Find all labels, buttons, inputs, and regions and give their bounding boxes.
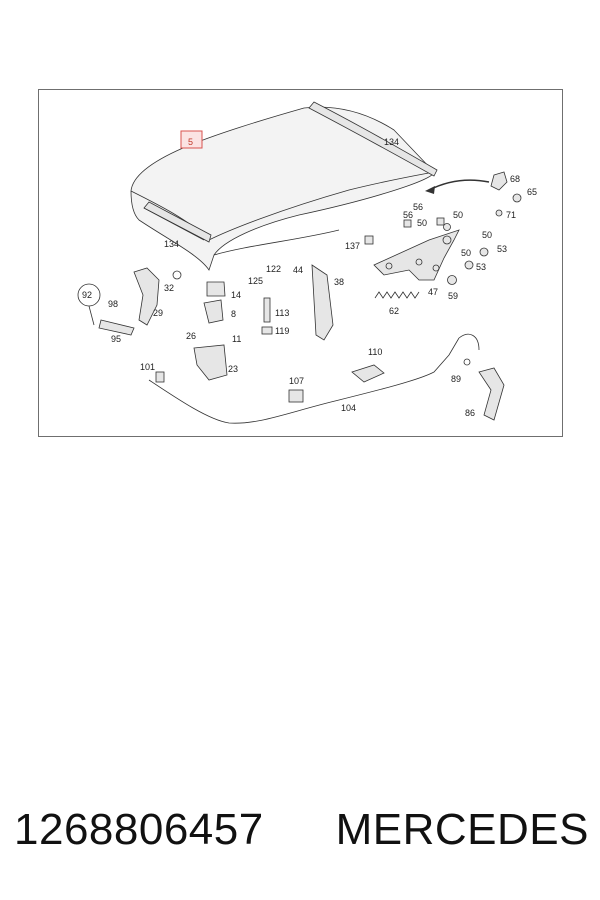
small-parts [364,193,522,285]
callout-8: 8 [231,309,236,319]
callout-95: 95 [111,334,121,344]
seal-strip-top [308,101,438,177]
callout-56-b: 56 [403,210,413,220]
callout-50-d: 50 [461,248,471,258]
callout-89: 89 [451,374,461,384]
release-cable [148,333,480,424]
arrow-head [425,186,435,194]
callout-71: 71 [506,210,516,220]
callout-137: 137 [345,241,360,251]
callout-50-b: 50 [453,210,463,220]
parts-diagram: 5 134 134 68 65 71 56 56 50 50 50 50 53 … [38,89,563,437]
callout-110: 110 [368,347,382,357]
callout-119: 119 [275,326,289,336]
brand-name: MERCEDES [335,805,589,854]
hood-exploded-view: 5 134 134 68 65 71 56 56 50 50 50 50 53 … [77,101,537,424]
hood-spring [374,291,420,299]
callout-38: 38 [334,277,344,287]
callout-86: 86 [465,408,475,418]
hinge-assembly [373,229,460,281]
callout-32: 32 [164,283,174,293]
hood-panel [130,106,435,271]
callout-5: 5 [188,137,193,147]
clip-92 [77,283,135,336]
release-lever [463,358,505,421]
part-number: 1268806457 [14,805,264,854]
callout-125: 125 [248,276,263,286]
callout-101: 101 [140,362,155,372]
callout-29: 29 [153,308,163,318]
callout-68: 68 [510,174,520,184]
callout-5-highlight [180,130,203,149]
callout-44: 44 [293,265,303,275]
callout-47: 47 [428,287,438,297]
callout-134-front: 134 [164,239,179,249]
callout-113: 113 [275,308,289,318]
callout-134-top: 134 [384,137,399,147]
bracket-68 [490,171,508,191]
callout-56-a: 56 [413,202,423,212]
callout-50-a: 50 [417,218,427,228]
cable-holder-110 [351,364,385,383]
callout-11: 11 [232,334,241,344]
latch-left [133,267,182,326]
callout-92: 92 [82,290,92,300]
callout-59: 59 [448,291,458,301]
callout-50-c: 50 [482,230,492,240]
latch-8 [203,299,224,324]
callout-14: 14 [231,290,241,300]
clip-101 [155,371,165,383]
clip-107 [288,389,304,403]
latch-23 [193,344,228,381]
bolt-113 [261,297,273,335]
product-caption: 1268806457 MERCEDES [14,800,589,860]
callout-65: 65 [527,187,537,197]
callout-53-a: 53 [497,244,507,254]
side-cover [311,264,334,341]
callout-26: 26 [186,331,196,341]
callout-53-b: 53 [476,262,486,272]
callout-23: 23 [228,364,238,374]
striker-14 [206,281,226,297]
seal-strip-front [143,201,212,243]
callout-107: 107 [289,376,304,386]
direction-arrow [428,179,490,191]
callout-122: 122 [266,264,281,274]
callout-98: 98 [108,299,118,309]
callout-62: 62 [389,306,399,316]
callout-104: 104 [341,403,356,413]
